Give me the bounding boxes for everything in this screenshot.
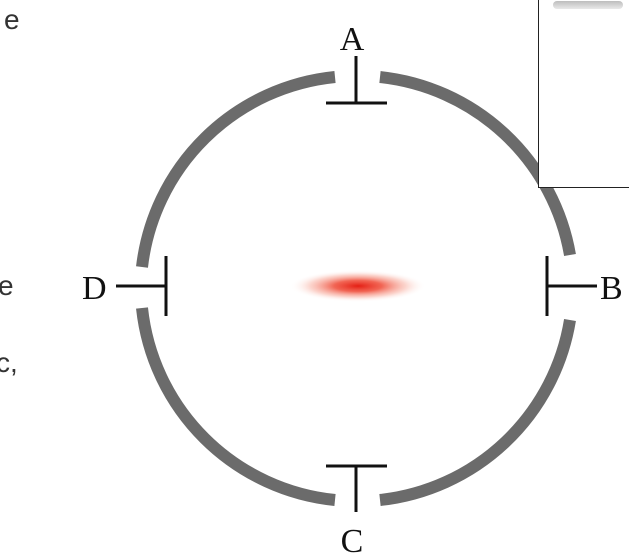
clipped-text-line-2: e (0, 270, 14, 301)
clipped-text-line-1: e (4, 4, 20, 35)
ring-arc-top-left (136, 71, 336, 268)
ring-arc-bottom-left (136, 307, 336, 506)
clipped-text-line-3: c, (0, 347, 18, 378)
central-glow-spot (290, 270, 426, 302)
port-label-b: B (600, 270, 623, 307)
ring-arc-bottom-right (379, 319, 576, 506)
port-label-a: A (340, 21, 365, 58)
panel-top-smudge (553, 1, 623, 9)
overlapping-panel (538, 0, 629, 188)
port-label-d: D (82, 270, 107, 307)
port-b-probe (545, 256, 597, 316)
port-label-c: C (341, 523, 364, 560)
ring-arc-top-right (379, 71, 576, 257)
port-c-probe (326, 464, 387, 512)
port-d-probe (116, 256, 168, 316)
port-a-probe (326, 56, 387, 105)
